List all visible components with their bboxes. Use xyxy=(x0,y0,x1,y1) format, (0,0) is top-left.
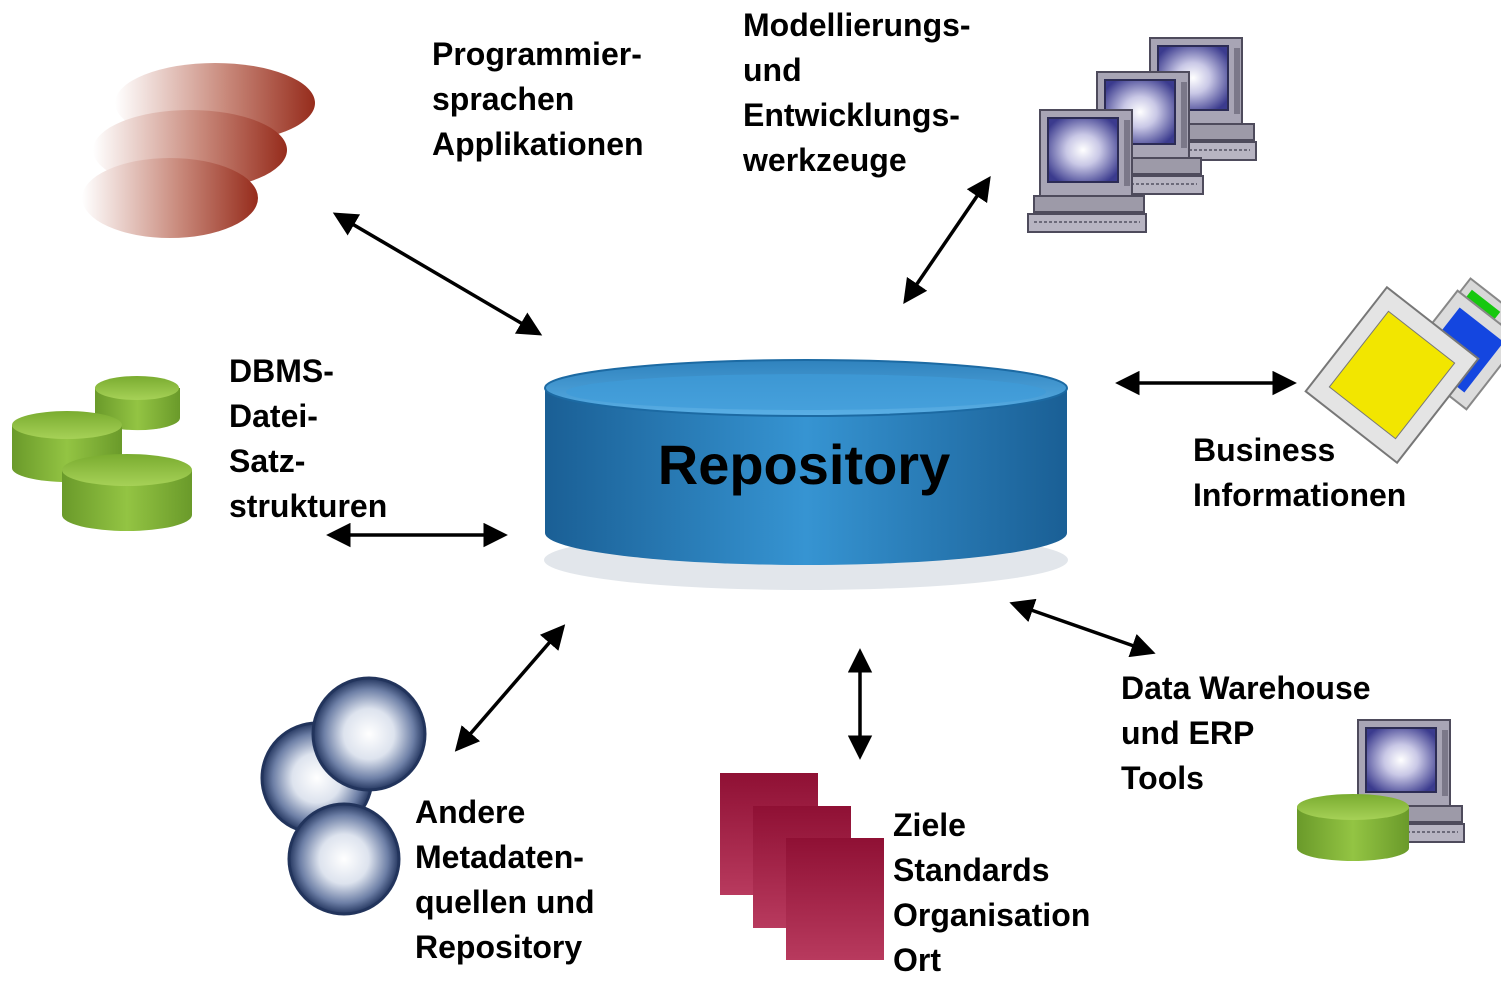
dbms-line: strukturen xyxy=(229,488,388,524)
other-sources-line: Andere xyxy=(415,794,526,830)
applications-icon xyxy=(82,63,315,238)
goals-line: Organisation xyxy=(893,897,1091,933)
warehouse-line: Tools xyxy=(1121,760,1204,796)
repository-cylinder xyxy=(544,359,1068,590)
other-sources-line: Metadaten- xyxy=(415,839,584,875)
warehouse-line: und ERP xyxy=(1121,715,1255,751)
programming-line: sprachen xyxy=(432,81,575,117)
other-sources-line: Repository xyxy=(415,929,583,965)
business-line: Informationen xyxy=(1193,477,1407,513)
database-cylinders-icon xyxy=(12,376,192,531)
documents-icon xyxy=(720,773,884,960)
dbms-line: Datei- xyxy=(229,398,318,434)
warehouse-line: Data Warehouse xyxy=(1121,670,1371,706)
dbms-line: Satz- xyxy=(229,443,306,479)
programming-label: Programmier- sprachen Applikationen xyxy=(432,32,644,167)
dbms-line: DBMS- xyxy=(229,353,334,389)
business-frames-icon xyxy=(1304,277,1501,465)
arrow-warehouse xyxy=(1009,598,1156,658)
goals-line: Ziele xyxy=(893,807,966,843)
arrow-programming xyxy=(332,212,543,336)
goals-line: Standards xyxy=(893,852,1050,888)
other-sources-line: quellen und xyxy=(415,884,595,920)
arrow-other xyxy=(454,624,566,752)
programming-line: Applikationen xyxy=(432,126,644,162)
modeling-line: Modellierungs- xyxy=(743,7,971,43)
goals-label: Ziele Standards Organisation Ort xyxy=(893,803,1090,983)
repository-label: Repository xyxy=(657,433,951,496)
modeling-line: Entwicklungs- xyxy=(743,97,960,133)
modeling-line: werkzeuge xyxy=(743,142,907,178)
modeling-line: und xyxy=(743,52,802,88)
business-label: Business Informationen xyxy=(1193,428,1406,518)
warehouse-label: Data Warehouse und ERP Tools xyxy=(1121,666,1371,801)
goals-line: Ort xyxy=(893,942,941,978)
dbms-label: DBMS- Datei- Satz- strukturen xyxy=(229,349,387,529)
programming-line: Programmier- xyxy=(432,36,642,72)
arrow-modeling xyxy=(903,175,991,305)
spheres-icon xyxy=(260,676,427,916)
computers-icon xyxy=(1027,37,1257,233)
modeling-label: Modellierungs- und Entwicklungs- werkzeu… xyxy=(743,3,971,183)
business-line: Business xyxy=(1193,432,1336,468)
warehouse-tools-icon xyxy=(1297,719,1465,861)
other-sources-label: Andere Metadaten- quellen und Repository xyxy=(415,790,595,970)
